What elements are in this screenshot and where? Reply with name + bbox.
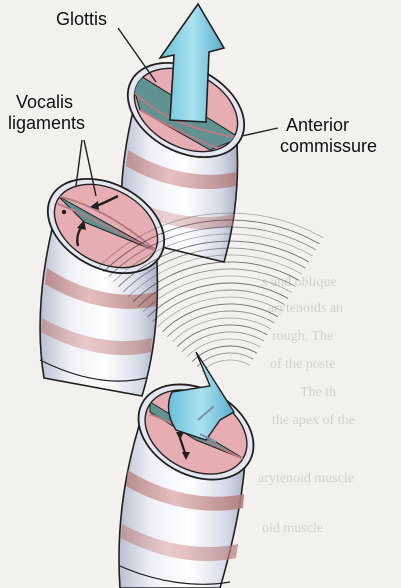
sound-wave-arc: [192, 346, 257, 362]
sound-wave-arc: [153, 290, 285, 322]
sound-wave-arc: [202, 360, 250, 372]
sound-wave-arc: [163, 304, 278, 332]
anterior-commissure-leader: [242, 128, 278, 136]
sound-wave-arc: [187, 339, 260, 357]
sound-wave-arc: [182, 332, 264, 352]
sound-wave-arc: [138, 269, 295, 307]
sound-wave-arc: [143, 276, 292, 312]
sound-wave-arc: [197, 353, 253, 367]
